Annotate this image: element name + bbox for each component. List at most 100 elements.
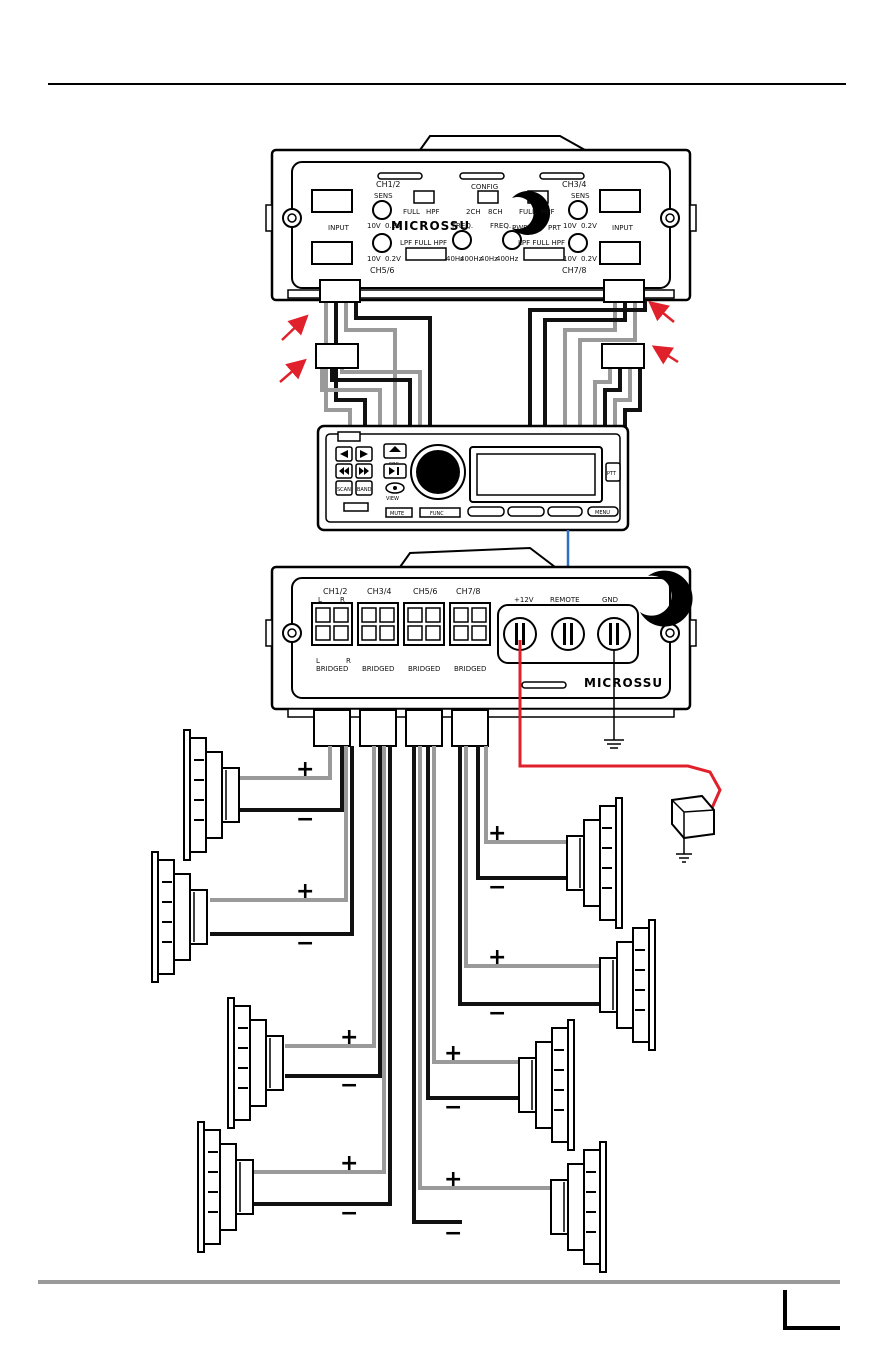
hz40-b-label: 40Hz	[480, 255, 498, 263]
v10-right-bottom-label: 10V	[563, 255, 577, 263]
prt-label: PRT	[548, 224, 562, 232]
svg-text:−: −	[340, 1201, 358, 1226]
ch12-label: CH1/2	[376, 180, 400, 189]
eight-ch-label: 8CH	[488, 208, 503, 216]
svg-text:−: −	[296, 807, 314, 832]
svg-text:+: +	[488, 821, 506, 846]
func-button[interactable]: FUNC	[419, 507, 461, 518]
speaker-icon	[151, 729, 655, 1272]
brand-top: MICROSSU	[391, 219, 470, 233]
ch12-r-bottom-label: R	[346, 657, 351, 665]
svg-text:FUNC: FUNC	[430, 511, 444, 517]
bottom-ch34-label: CH3/4	[367, 587, 391, 596]
ch56-label: CH5/6	[370, 266, 394, 275]
v02-right-label: 0.2V	[581, 222, 597, 230]
svg-text:−: −	[488, 875, 506, 900]
svg-text:BAND: BAND	[357, 487, 372, 493]
bottom-ch12-label: CH1/2	[323, 587, 347, 596]
pwr-label: PWR	[512, 224, 528, 232]
svg-text:+: +	[296, 757, 314, 782]
bottom-ch78-label: CH7/8	[456, 587, 480, 596]
svg-text:−: −	[444, 1221, 462, 1246]
v02-left-bottom-label: 0.2V	[385, 255, 401, 263]
hz40-a-label: 40Hz	[446, 255, 464, 263]
svg-text:VIEW: VIEW	[386, 496, 399, 502]
freq-right-label: FREQ.	[490, 222, 511, 230]
config-label: CONFIG	[471, 183, 498, 191]
hpf-left-label: HPF	[426, 208, 440, 216]
input-right-label: INPUT	[612, 224, 634, 232]
hz400-a-label: 400Hz	[460, 255, 483, 263]
svg-text:−: −	[340, 1073, 358, 1098]
gnd-label: GND	[602, 596, 618, 604]
red-arrows	[279, 300, 679, 383]
v10-right-label: 10V	[563, 222, 577, 230]
ch78-label: CH7/8	[562, 266, 586, 275]
bridged-ch34-label: BRIDGED	[362, 665, 394, 673]
mute-button[interactable]: MUTE	[385, 507, 413, 518]
hpf-right-label: HPF	[541, 208, 555, 216]
svg-text:+: +	[444, 1167, 462, 1192]
bridged-ch12-label: BRIDGED	[316, 665, 348, 673]
svg-text:MUTE: MUTE	[390, 511, 404, 517]
ch12-r-label: R	[340, 596, 345, 604]
battery-icon	[671, 794, 715, 863]
eye-icon[interactable]: VIEW	[385, 482, 405, 502]
rewind-icon[interactable]	[335, 463, 353, 479]
sens-right-label: SENS	[571, 192, 590, 200]
ch12-l-bottom-label: L	[316, 657, 320, 665]
svg-text:SCAN: SCAN	[337, 487, 351, 493]
svg-text:MENU: MENU	[595, 510, 610, 516]
ch12-l-label: L	[318, 596, 322, 604]
svg-text:+: +	[340, 1151, 358, 1176]
input-left-label: INPUT	[328, 224, 350, 232]
left-arrow-icon[interactable]	[335, 446, 353, 462]
sens-left-label: SENS	[374, 192, 393, 200]
menu-button[interactable]: MENU	[587, 506, 619, 517]
plus12v-label: +12V	[514, 596, 534, 604]
full-right-label: FULL	[519, 208, 536, 216]
lpf-full-hpf-right-label: LPF FULL HPF	[518, 239, 565, 247]
bridged-ch78-label: BRIDGED	[454, 665, 486, 673]
bottom-ch56-label: CH5/6	[413, 587, 437, 596]
rca-harness-top	[320, 300, 647, 428]
v02-left-label: 0.2V	[385, 222, 401, 230]
svg-text:+: +	[444, 1041, 462, 1066]
fast-forward-icon[interactable]	[355, 463, 373, 479]
head-unit: SCAN BAND SRC VIEW PTT MUTE FUNC MENU	[316, 424, 630, 532]
amplifier-bottom: CH1/2 CH3/4 CH5/6 CH7/8 L R L R BRIDGED …	[265, 546, 697, 718]
amplifier-top: CH1/2 CH3/4 CH5/6 CH7/8 SENS SENS INPUT …	[265, 135, 697, 302]
svg-text:+: +	[488, 945, 506, 970]
polarity-labels: + − + − + − + − + − + − + − + −	[296, 757, 506, 1246]
ch34-label: CH3/4	[562, 180, 586, 189]
scan-button[interactable]: SCAN	[335, 480, 353, 496]
connector-plugs	[315, 279, 645, 369]
svg-text:−: −	[488, 1001, 506, 1026]
two-ch-label: 2CH	[466, 208, 481, 216]
page-corner	[783, 1290, 840, 1330]
play-pause-icon[interactable]	[383, 463, 407, 479]
svg-text:+: +	[340, 1025, 358, 1050]
hz400-b-label: 400Hz	[496, 255, 519, 263]
freq-left-label: FREQ.	[452, 222, 473, 230]
speaker-wires	[210, 746, 600, 1224]
knob-icon[interactable]	[410, 444, 466, 500]
full-left-label: FULL	[403, 208, 420, 216]
remote-label: REMOTE	[550, 596, 580, 604]
band-button[interactable]: BAND	[355, 480, 373, 496]
v10-left-label: 10V	[367, 222, 381, 230]
v10-left-bottom-label: 10V	[367, 255, 381, 263]
v02-right-bottom-label: 0.2V	[581, 255, 597, 263]
svg-text:+: +	[296, 879, 314, 904]
svg-text:−: −	[296, 931, 314, 956]
bridged-ch56-label: BRIDGED	[408, 665, 440, 673]
svg-text:PTT: PTT	[607, 471, 617, 477]
lpf-full-hpf-left-label: LPF FULL HPF	[400, 239, 447, 247]
power-wire	[518, 640, 722, 809]
brand-bottom: MICROSSU	[584, 676, 663, 690]
right-arrow-icon[interactable]	[355, 446, 373, 462]
ptt-button[interactable]: PTT	[605, 462, 621, 482]
svg-text:−: −	[444, 1095, 462, 1120]
ground-icon	[604, 650, 624, 749]
